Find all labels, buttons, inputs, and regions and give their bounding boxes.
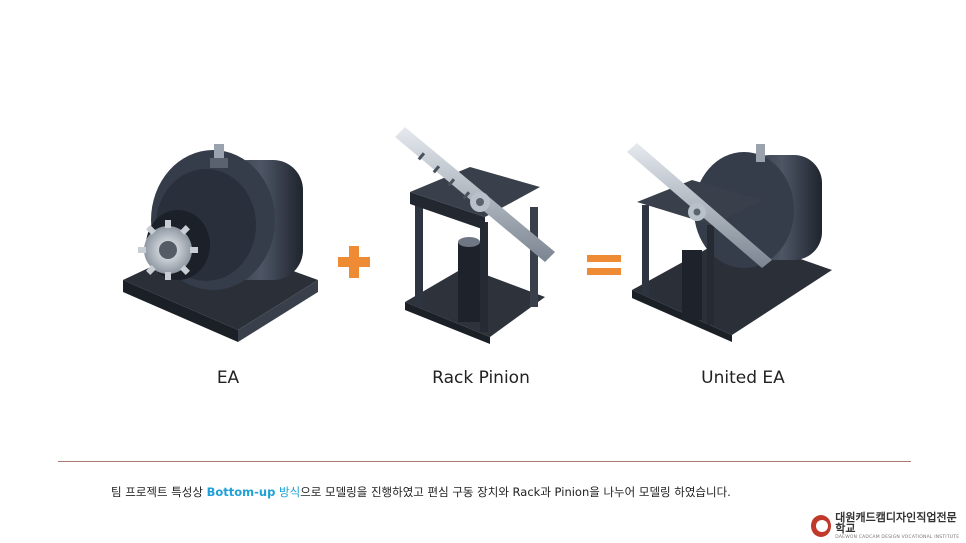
school-logo: 대원캐드캠디자인직업전문학교 DAEWON CADCAM DESIGN VOCA…	[811, 512, 966, 541]
united-ea-caption: United EA	[701, 368, 785, 388]
rack-pinion-model-image	[380, 122, 560, 344]
logo-emblem-icon	[811, 515, 832, 538]
equals-operator	[585, 253, 623, 281]
ea-model-image	[118, 130, 328, 345]
description-highlight-bold: Bottom-up	[206, 485, 276, 499]
divider-line	[58, 461, 911, 462]
ea-caption: EA	[216, 368, 240, 388]
description-highlight-korean: 방식	[275, 485, 301, 499]
plus-operator	[336, 244, 372, 284]
description-suffix: 으로 모델링을 진행하였고 편심 구동 장치와 Rack과 Pinion을 나누…	[300, 485, 731, 499]
united-ea-model-image	[622, 140, 837, 342]
logo-name-kr: 대원캐드캠디자인직업전문학교	[835, 511, 957, 535]
rack-pinion-caption: Rack Pinion	[432, 368, 530, 388]
logo-name-en: DAEWON CADCAM DESIGN VOCATIONAL INSTITUT…	[835, 535, 960, 540]
description-prefix: 팀 프로젝트 특성상	[111, 485, 207, 499]
description-text: 팀 프로젝트 특성상 Bottom-up 방식으로 모델링을 진행하였고 편심 …	[111, 484, 731, 500]
